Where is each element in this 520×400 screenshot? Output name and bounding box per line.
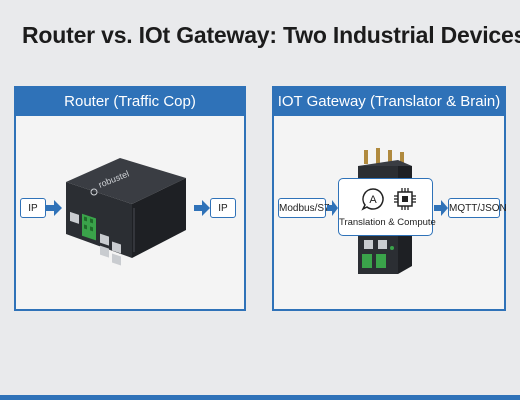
gateway-input-arrow (327, 200, 338, 216)
router-output-arrow (194, 200, 210, 216)
gateway-output-arrow (434, 200, 448, 216)
router-device-image: robustel (66, 158, 186, 266)
translation-compute-label: Translation & Compute (339, 217, 436, 228)
cpu-chip-icon (394, 188, 416, 210)
page-title: Router vs. IOt Gateway: Two Industrial D… (22, 22, 520, 48)
translation-compute-callout: A Translation & Compute (338, 178, 436, 236)
router-panel-header: Router (Traffic Cop) (16, 88, 244, 116)
router-panel: Router (Traffic Cop) (14, 86, 246, 311)
bottom-accent-bar (0, 395, 520, 400)
router-output-tag: IP (210, 198, 236, 218)
translate-icon: A (361, 188, 384, 211)
router-input-arrow (46, 200, 62, 216)
gateway-input-tag: Modbus/S7 (278, 198, 330, 218)
router-input-tag: IP (20, 198, 46, 218)
translate-icon-letter: A (369, 194, 377, 206)
gateway-output-tag: MQTT/JSON (448, 198, 507, 218)
gateway-panel-header: IOT Gateway (Translator & Brain) (274, 88, 504, 116)
